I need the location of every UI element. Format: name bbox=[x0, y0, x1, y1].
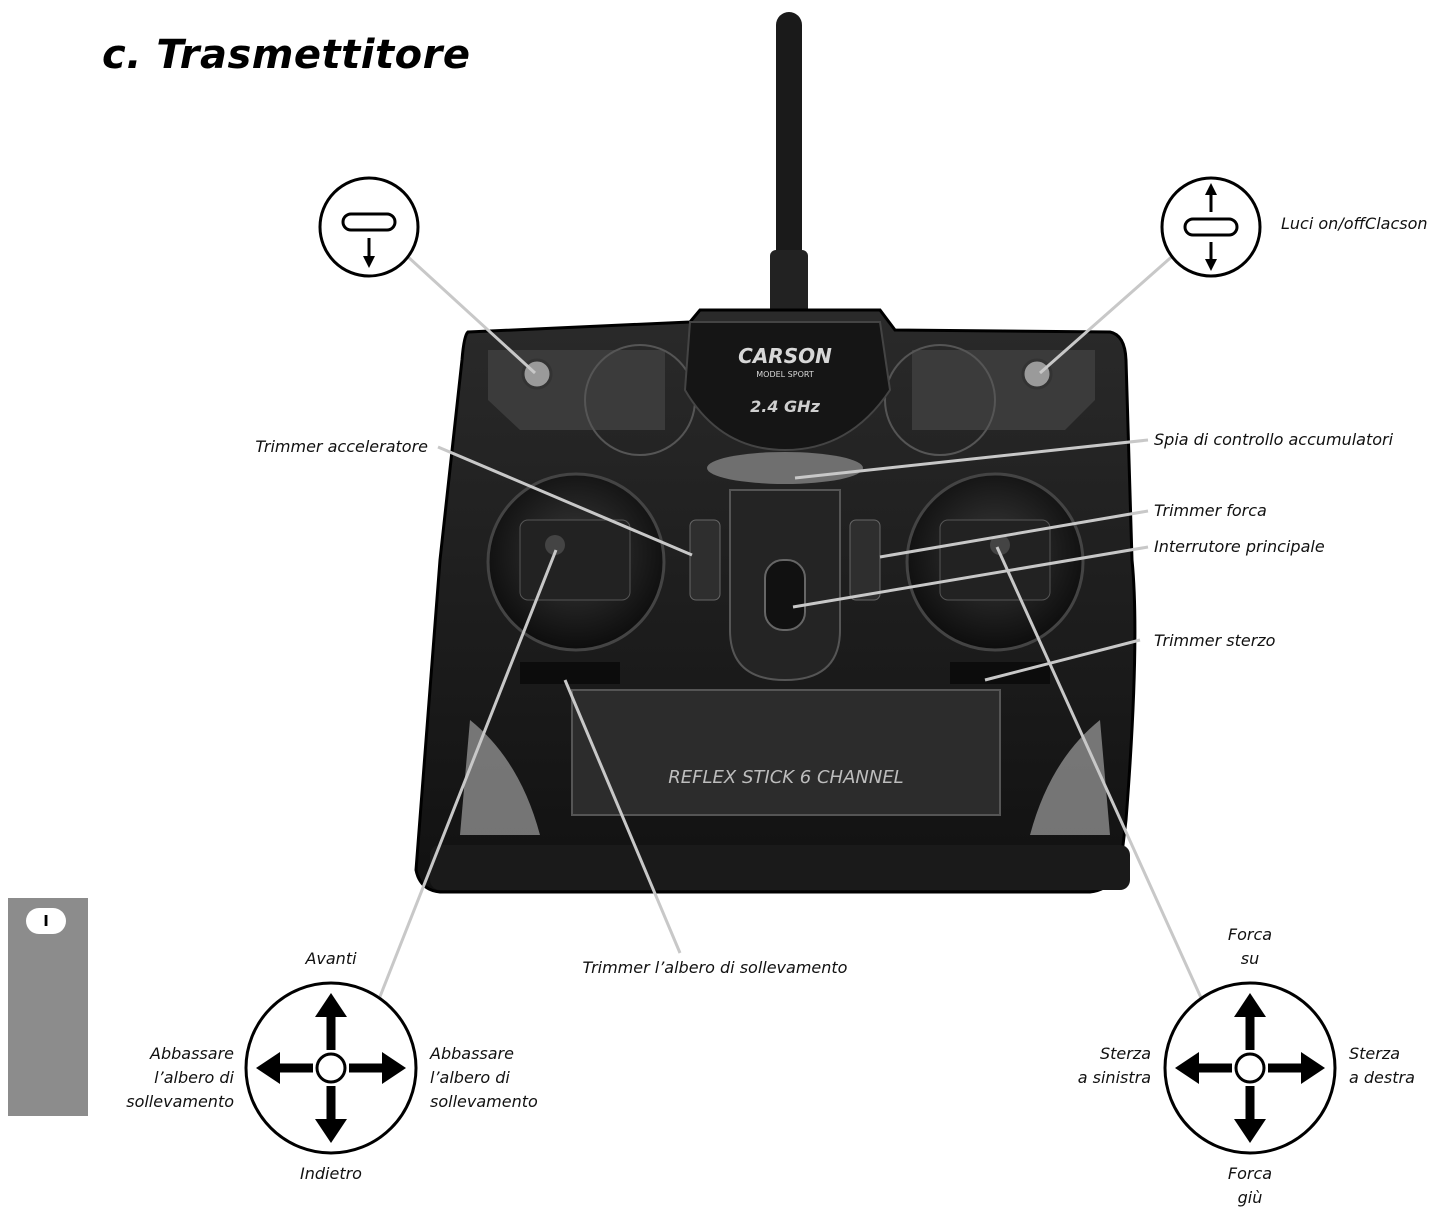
left-stick-direction-icon bbox=[244, 981, 418, 1155]
language-tab: I bbox=[8, 898, 88, 1116]
antenna bbox=[770, 12, 808, 320]
label-steering-trim: Trimmer sterzo bbox=[1154, 631, 1276, 650]
left-stick-up-label: Avanti bbox=[305, 949, 357, 968]
language-badge: I bbox=[26, 908, 66, 934]
model-logo: REFLEX STICK 6 CHANNEL bbox=[668, 767, 903, 788]
retract-switch-icon bbox=[318, 176, 420, 278]
page-title: c. Trasmettitore bbox=[102, 32, 471, 78]
transmitter-body: CARSON MODEL SPORT 2.4 GHz REFLEX STICK … bbox=[414, 308, 1137, 894]
band-label: 2.4 GHz bbox=[750, 397, 820, 416]
label-battery-indicator: Spia di controllo accumulatori bbox=[1154, 430, 1394, 449]
label-fork-trim: Trimmer forca bbox=[1154, 501, 1267, 520]
language-code: I bbox=[43, 912, 49, 930]
label-mast-trim: Trimmer l’albero di sollevamento bbox=[582, 958, 848, 977]
leader-lines bbox=[368, 243, 1214, 1023]
right-stick-direction-icon bbox=[1163, 981, 1337, 1155]
brand-subtitle: MODEL SPORT bbox=[756, 370, 814, 379]
lights-horn-switch-icon bbox=[1160, 176, 1262, 278]
main-power-switch bbox=[764, 559, 806, 631]
left-stick-down-label: Indietro bbox=[300, 1164, 362, 1183]
right-toggle-switch bbox=[1021, 358, 1053, 390]
label-lights-horn: Luci on/offClacson bbox=[1281, 214, 1428, 233]
brand-logo: CARSON bbox=[738, 344, 832, 368]
label-throttle-trim: Trimmer acceleratore bbox=[255, 437, 428, 456]
label-main-switch: Interrutore principale bbox=[1154, 537, 1325, 556]
